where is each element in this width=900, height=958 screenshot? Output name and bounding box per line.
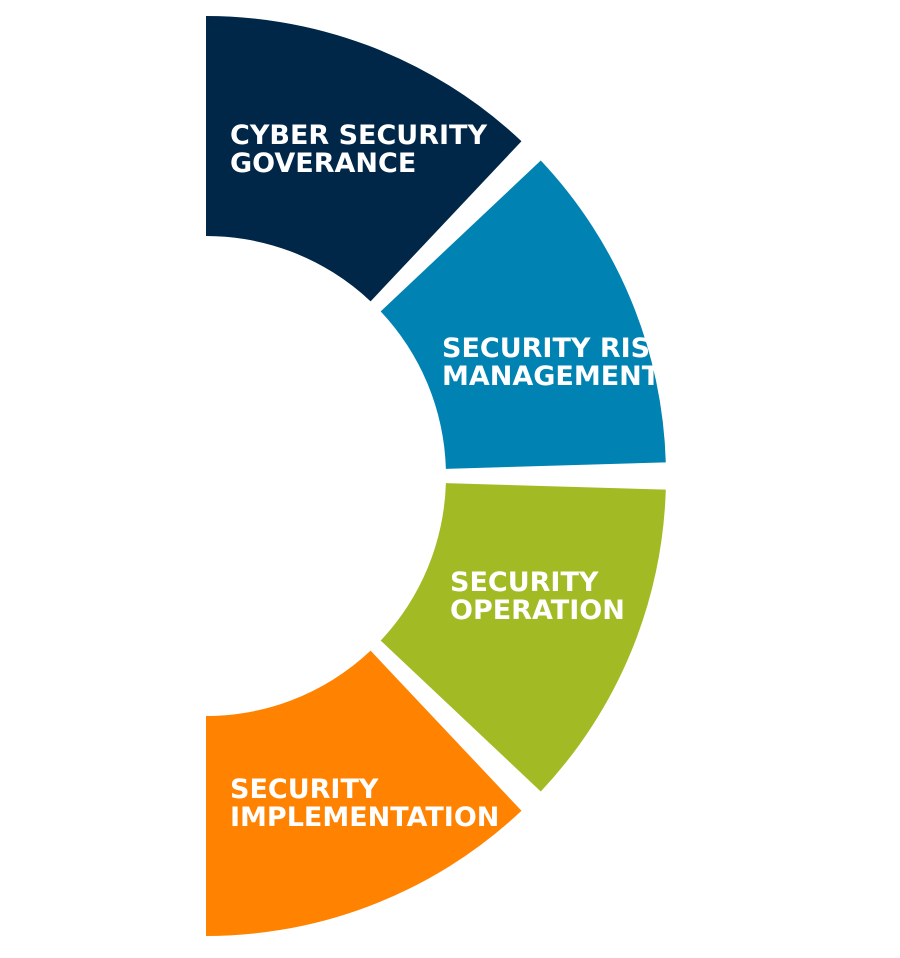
label-security-implementation: SECURITY IMPLEMENTATION [230,774,499,833]
label-security-implementation-line1: SECURITY [230,774,379,805]
segment-security-risk-management [380,160,666,469]
label-security-risk-management: SECURITY RISK MANAGEMENT [442,333,680,392]
label-security-risk-management-line2: MANAGEMENT [442,361,661,392]
label-security-operation: SECURITY OPERATION [450,567,625,626]
label-security-operation-line2: OPERATION [450,595,625,626]
label-cyber-security-governance-line2: GOVERANCE [230,148,416,179]
segment-security-implementation [206,650,522,936]
label-security-implementation-line2: IMPLEMENTATION [230,802,499,833]
label-cyber-security-governance: CYBER SECURITY GOVERANCE [230,120,496,179]
segment-security-operation [380,483,666,792]
segment-cyber-security-governance [206,16,522,302]
label-security-risk-management-line1: SECURITY RISK [442,333,672,364]
label-security-operation-line1: SECURITY [450,567,599,598]
label-cyber-security-governance-line1: CYBER SECURITY [230,120,487,151]
